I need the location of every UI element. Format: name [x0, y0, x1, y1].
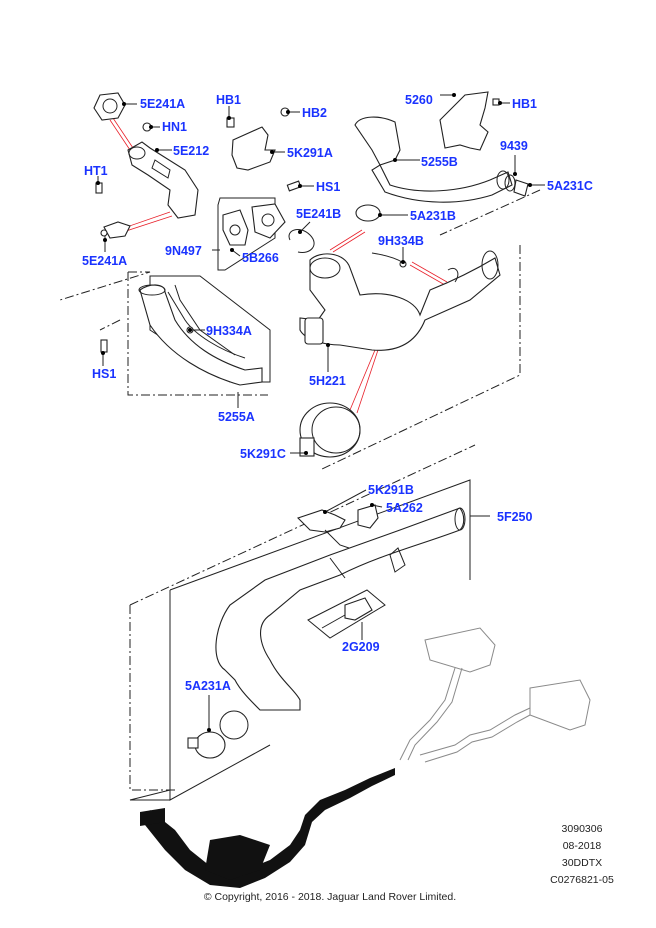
intermediate-pipe-5f250	[215, 507, 466, 711]
callout-5e241b: 5E241B	[296, 207, 341, 221]
band-clamp-5k291c	[299, 402, 361, 458]
kit-9n497-parts	[220, 197, 315, 254]
bolt-hs1-lower	[100, 339, 108, 353]
callout-5e241a-lower: 5E241A	[82, 254, 127, 268]
downpipe-5255a	[138, 284, 263, 386]
callout-5e212: 5E212	[173, 144, 209, 158]
callout-9n497: 9N497	[165, 244, 202, 258]
callout-5a231c: 5A231C	[547, 179, 593, 193]
callout-5255b: 5255B	[421, 155, 458, 169]
callout-5k291c: 5K291C	[240, 447, 286, 461]
bracket-5k291b	[296, 509, 356, 551]
heat-shield-5260	[439, 91, 500, 151]
callout-9h334b: 9H334B	[378, 234, 424, 248]
callout-9h334a: 9H334A	[206, 324, 252, 338]
bracket-5k291a	[226, 107, 290, 171]
bolt-hs1-top	[286, 180, 302, 192]
engine-code: 30DDTX	[562, 857, 602, 869]
isolator-5a262	[357, 504, 379, 529]
callout-hn1: HN1	[162, 120, 187, 134]
callout-leaders	[96, 93, 545, 732]
clamp-5a231b	[355, 204, 381, 222]
callout-5e241a-top: 5E241A	[140, 97, 185, 111]
callout-hb1-left: HB1	[216, 93, 241, 107]
callout-5a231b: 5A231B	[410, 209, 456, 223]
pipe-5255b	[354, 116, 516, 203]
callout-hb2: HB2	[302, 106, 327, 120]
drawing-code: C0276821-05	[550, 874, 614, 886]
callout-5255a: 5255A	[218, 410, 255, 424]
clamp-5a231c	[513, 179, 529, 197]
callout-hb1-right: HB1	[512, 97, 537, 111]
callout-5b266: 5B266	[242, 251, 279, 265]
outlet-pipe-5e212	[127, 141, 199, 219]
isolator-2g209	[307, 589, 386, 639]
callout-5f250: 5F250	[497, 510, 532, 524]
callout-5a231a: 5A231A	[185, 679, 231, 693]
reference-block: 3090306 08-2018 30DDTX C0276821-05	[550, 823, 614, 886]
assembly-boundary-lines	[59, 189, 541, 801]
rear-silencers-context	[399, 627, 591, 763]
callout-5a262: 5A262	[386, 501, 423, 515]
callout-hs1-lower: HS1	[92, 367, 116, 381]
red-reference-lines	[109, 117, 448, 414]
callout-9439: 9439	[500, 139, 528, 153]
callout-ht1: HT1	[84, 164, 108, 178]
gasket-5e241a-lower	[100, 221, 131, 239]
copyright-notice: © Copyright, 2016 - 2018. Jaguar Land Ro…	[204, 891, 456, 903]
clamp-5a231a	[187, 710, 249, 759]
illustration-number: 3090306	[562, 823, 603, 835]
dpf-5h221	[299, 250, 501, 351]
callout-5h221: 5H221	[309, 374, 346, 388]
full-system-silhouette	[140, 768, 395, 888]
callout-hs1-top: HS1	[316, 180, 340, 194]
callout-labels: 5E241A HN1 5E212 HT1 5E241A HB1 HB2 5K29…	[82, 93, 593, 693]
callout-5260: 5260	[405, 93, 433, 107]
illustration-date: 08-2018	[563, 840, 602, 852]
callout-5k291a: 5K291A	[287, 146, 333, 160]
callout-5k291b: 5K291B	[368, 483, 414, 497]
sensor-9h334b	[371, 252, 407, 268]
gasket-5e241a-top	[93, 92, 126, 121]
callout-2g209: 2G209	[342, 640, 380, 654]
